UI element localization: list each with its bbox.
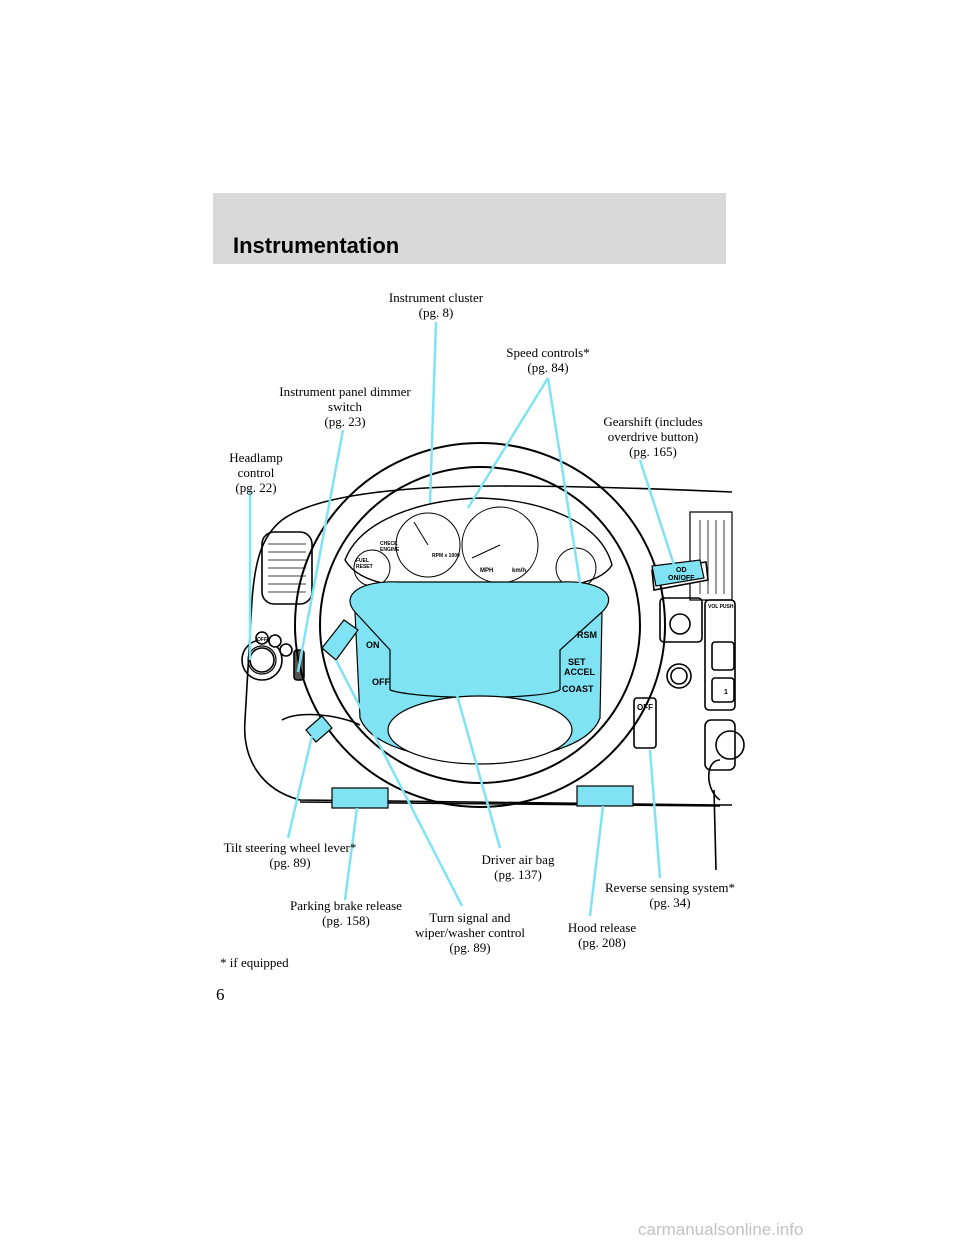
radio-1-text: 1 [724,689,728,696]
section-header-bar: Instrumentation [213,193,726,264]
label-driver-air-bag: Driver air bag(pg. 137) [481,852,555,882]
headlamp-off-text: OFF [257,637,267,643]
tilt-lever [305,715,333,743]
footnote: * if equipped [220,955,289,970]
rsm-text: RSM [577,630,597,640]
parking-brake-release [331,787,389,809]
radio-panel [704,599,736,711]
kmh-text: km/h [512,568,526,574]
wheel-off-text: OFF [372,677,390,687]
reverse-sensing-switch [633,697,657,749]
turn-signal-lever [321,619,359,661]
page-number: 6 [216,985,225,1004]
label-tilt-lever: Tilt steering wheel lever*(pg. 89) [223,840,357,870]
ashtray [666,663,692,689]
fuel-text: FUEL [356,558,369,564]
hood-release [576,785,634,807]
air-vent-right [689,511,733,601]
od-text: OD [676,567,687,574]
mph-text: MPH [480,568,493,574]
vol-push-text: VOL PUSH [708,604,734,610]
fuel-reset-text: RESET [356,564,373,570]
watermark: carmanualsonline.info [638,1220,804,1239]
label-parking-brake: Parking brake release(pg. 158) [290,898,402,928]
steering-wheel-rim-outer [294,442,666,808]
coast-text: COAST [562,684,594,694]
set-text: SET [568,657,586,667]
rpm-text: RPM x 1000 [432,553,460,559]
climate-panel [659,597,703,643]
section-title: Instrumentation [233,233,400,258]
label-hood-release: Hood release(pg. 208) [567,920,637,950]
label-reverse-sensing: Reverse sensing system*(pg. 34) [605,880,735,910]
steering-wheel-rim-inner [319,466,641,784]
accel-text: ACCEL [564,667,596,677]
headlamp-highlight [247,645,277,675]
air-vent-left [261,531,313,605]
wheel-on-text: ON [366,640,380,650]
od-onoff-text: ON/OFF [668,575,695,582]
label-instrument-cluster: Instrument cluster(pg. 8) [388,290,484,320]
od-button [651,559,705,587]
label-speed-controls: Speed controls*(pg. 84) [506,345,590,375]
check-engine-text: CHECK [380,541,398,547]
dashboard-outline [243,485,733,806]
reverse-off-text: OFF [637,703,653,712]
check-engine-text-2: ENGINE [380,547,400,553]
